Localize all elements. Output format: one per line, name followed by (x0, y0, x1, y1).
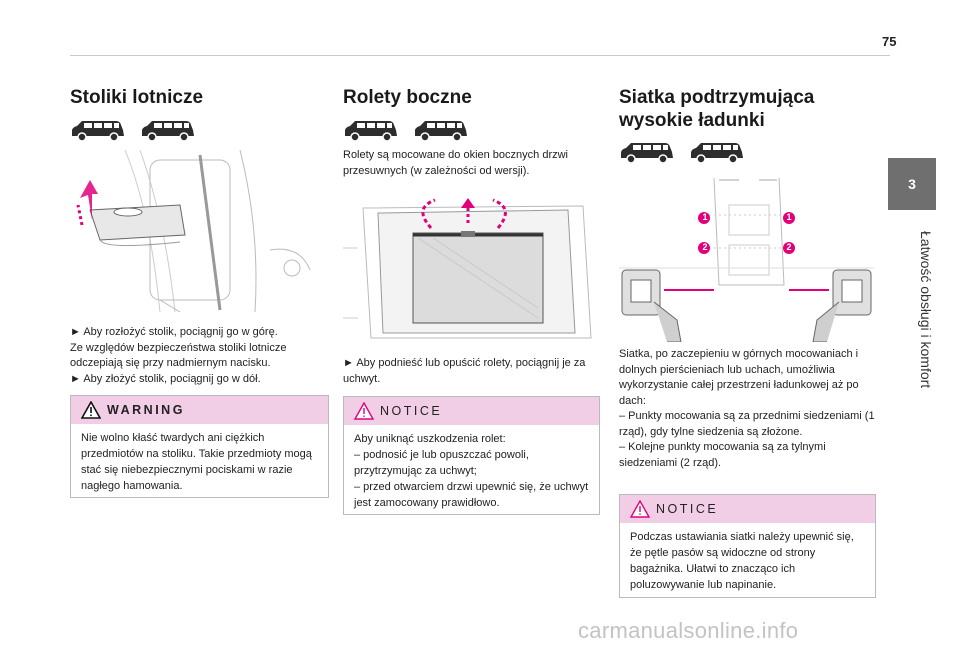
tray-table-illustration (70, 150, 325, 312)
section-title-tray-tables: Stoliki lotnicze (70, 87, 204, 108)
van-short-icon (619, 140, 675, 164)
notice-line: – podnosić je lub opuszczać powoli, przy… (354, 449, 529, 477)
watermark: carmanualsonline.info (578, 618, 799, 643)
title-line-1: Siatka podtrzymująca (619, 87, 815, 108)
safety-note: Ze względów bezpieczeństwa stoliki lotni… (70, 341, 287, 370)
arrow-up-icon (80, 180, 98, 220)
vehicle-versions (70, 118, 206, 147)
van-long-icon (689, 140, 745, 164)
notice-title: NOTICE (656, 502, 719, 516)
marker-label-2-right: 2 (786, 242, 792, 252)
chapter-tab[interactable]: 3 (888, 158, 936, 210)
net-description: Siatka, po zaczepieniu w górnych mocowan… (619, 348, 859, 407)
van-long-icon (140, 118, 196, 142)
blinds-instruction: ► Aby podnieść lub opuścić rolety, pocią… (343, 357, 586, 385)
marker-label-1-left: 1 (702, 212, 708, 222)
marker-label-1-right: 1 (786, 212, 792, 222)
notice-header: NOTICE (344, 397, 599, 425)
van-long-icon (413, 118, 469, 142)
notice-line: Aby uniknąć uszkodzenia rolet: (354, 433, 506, 445)
warning-text: Nie wolno kłaść twardych ani ciężkich pr… (81, 432, 312, 492)
warning-header: WARNING (71, 396, 328, 424)
arrow-up-icon (461, 198, 475, 208)
warning-box: WARNING Nie wolno kłaść twardych ani cię… (70, 395, 329, 498)
notice-line: – przed otwarciem drzwi upewnić się, że … (354, 481, 589, 509)
marker-label-2-left: 2 (702, 242, 708, 252)
section-title-cargo-net: Siatka podtrzymująca wysokie ładunki (619, 86, 814, 132)
blinds-intro: Rolety są mocowane do okien bocznych drz… (343, 149, 569, 177)
title-line-2: wysokie ładunki (619, 110, 765, 131)
vehicle-versions (619, 140, 755, 169)
vehicle-versions (343, 118, 479, 147)
notice-box-net: NOTICE Podczas ustawiania siatki należy … (619, 494, 876, 598)
instruction-unfold: ► Aby rozłożyć stolik, pociągnij go w gó… (70, 326, 278, 338)
notice-header: NOTICE (620, 495, 875, 523)
notice-text: Podczas ustawiania siatki należy upewnić… (630, 531, 854, 591)
warning-triangle-icon (81, 401, 101, 419)
section-title-side-blinds: Rolety boczne (343, 87, 472, 108)
van-short-icon (70, 118, 126, 142)
caution-triangle-icon (354, 402, 374, 420)
van-short-icon (343, 118, 399, 142)
notice-title: NOTICE (380, 404, 443, 418)
cargo-net-illustration (619, 177, 874, 342)
chapter-title: Łatwość obsługi i komfort (918, 231, 934, 389)
notice-box-blinds: NOTICE Aby uniknąć uszkodzenia rolet: – … (343, 396, 600, 515)
caution-triangle-icon (630, 500, 650, 518)
instruction-fold: ► Aby złożyć stolik, pociągnij go w dół. (70, 372, 261, 385)
side-blind-illustration (343, 198, 592, 339)
chapter-number: 3 (908, 176, 916, 192)
warning-title: WARNING (107, 403, 185, 417)
net-point-row2: – Kolejne punkty mocowania są za tylnymi… (619, 441, 826, 469)
header-divider (70, 55, 890, 56)
net-point-row1: – Punkty mocowania są za przednimi siedz… (619, 410, 875, 438)
page-number: 75 (882, 34, 897, 49)
